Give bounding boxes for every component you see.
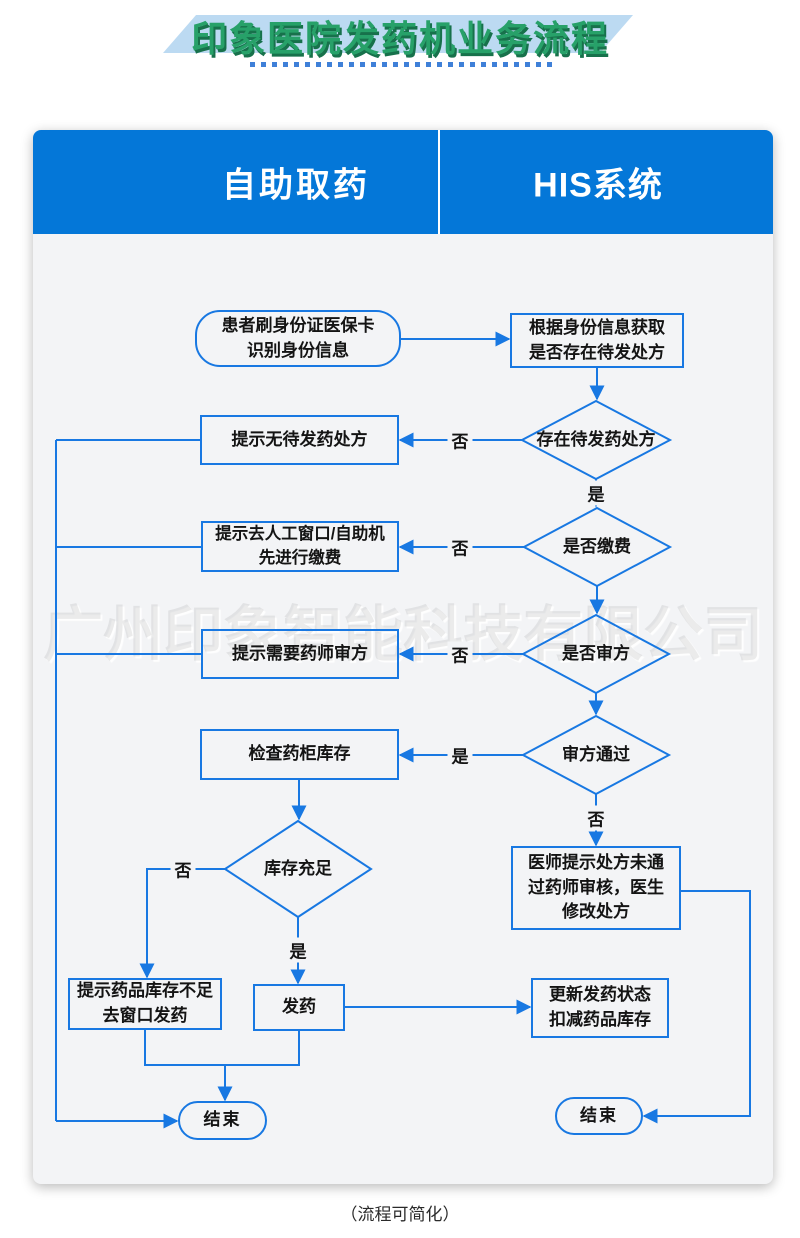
title-dotted-line: [250, 62, 558, 67]
node-update-status: 更新发药状态 扣减药品库存: [549, 985, 651, 1029]
node-dispense: 发药: [282, 997, 316, 1017]
edge-label-no-stock: 否: [170, 856, 196, 882]
node-need-review: 是否审方: [562, 643, 630, 663]
node-stock-low-tip: 提示药品库存不足 去窗口发药: [77, 981, 213, 1025]
node-pay-tip: 提示去人工窗口/自助机 先进行缴费: [215, 524, 385, 567]
node-check-stock: 检查药柜库存: [248, 744, 351, 764]
caption: （流程可简化）: [340, 1205, 460, 1224]
shape-his-query: [510, 313, 684, 368]
edge-label-no-review: 否: [447, 641, 473, 667]
shape-end-right: [555, 1097, 643, 1135]
shape-pay-tip: [201, 521, 399, 572]
node-doctor-modify: 医师提示处方未通 过药师审核，医生 修改处方: [528, 853, 664, 922]
edge-label-yes-pending: 是: [583, 480, 609, 506]
shape-update-status: [531, 978, 669, 1038]
shape-stock-low-tip: [68, 978, 222, 1030]
flowchart-area: 广州印象智能科技有限公司: [33, 234, 773, 1184]
node-stock-enough: 库存充足: [264, 858, 332, 878]
edge-label-no-passed: 否: [583, 805, 609, 831]
node-no-pending-tip: 提示无待发药处方: [231, 429, 368, 449]
edge-label-no-pending: 否: [447, 427, 473, 453]
edge-label-no-paid: 否: [447, 534, 473, 560]
column-title-self-service: 自助取药: [222, 166, 370, 205]
shape-dispense: [253, 984, 345, 1031]
flowchart-canvas: [55, 310, 751, 1140]
edge-label-yes-passed: 是: [447, 742, 473, 768]
column-title-his-system: HIS系统: [533, 166, 663, 205]
shape-diamond-review: [520, 613, 672, 695]
shape-end-left: [178, 1101, 267, 1140]
shape-diamond-pending: [519, 399, 673, 481]
node-has-pending-rx: 存在待发药处方: [536, 429, 656, 449]
page-title: 印象医院发药机业务流程: [190, 18, 609, 59]
edge-stock-no: [139, 868, 225, 979]
flowchart-card: 自助取药 HIS系统 广州印象智能科技有限公司: [33, 130, 773, 1184]
shape-doctor-modify: [511, 846, 681, 930]
shape-no-pending-tip: [200, 415, 399, 465]
card-header: 自助取药 HIS系统: [33, 130, 773, 234]
node-is-paid: 是否缴费: [563, 536, 631, 556]
node-his-query: 根据身份信息获取 是否存在待发处方: [529, 317, 665, 362]
edge-merge-lines: [144, 1029, 300, 1066]
edge-label-yes-stock: 是: [285, 937, 311, 963]
node-review-passed: 审方通过: [562, 744, 630, 764]
shape-start: [195, 310, 401, 367]
shape-review-tip: [201, 629, 399, 679]
shape-check-stock: [200, 729, 399, 780]
node-start: 患者刷身份证医保卡 识别身份信息: [221, 315, 375, 360]
node-end-left: 结束: [203, 1110, 242, 1130]
header-divider: [438, 130, 440, 234]
node-end-right: 结束: [580, 1105, 618, 1125]
shape-diamond-stock: [223, 819, 373, 919]
shape-diamond-paid: [521, 506, 673, 588]
shape-diamond-passed: [520, 714, 672, 796]
edge-doctor-to-end-right: [642, 890, 751, 1124]
node-review-tip: 提示需要药师审方: [232, 643, 368, 663]
